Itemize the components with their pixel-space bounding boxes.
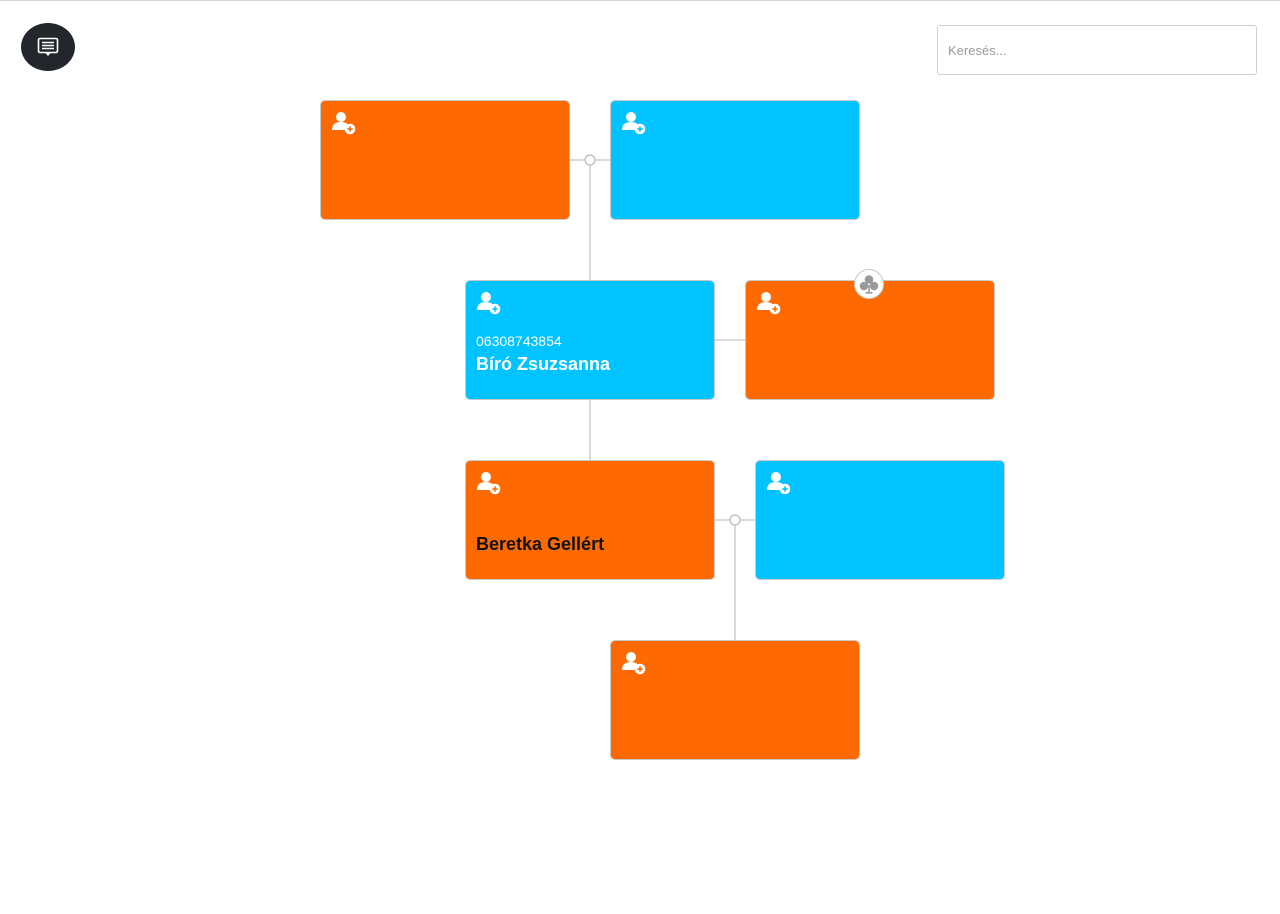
add-person-icon[interactable] [757,291,781,315]
union-node [729,514,741,526]
person-card-p1[interactable] [320,100,570,220]
add-person-icon[interactable] [622,111,646,135]
add-person-icon[interactable] [332,111,356,135]
list-document-icon [37,37,59,56]
add-person-icon[interactable] [477,471,501,495]
add-person-icon[interactable] [477,291,501,315]
add-person-icon[interactable] [622,651,646,675]
person-card-p3[interactable]: 06308743854 Bíró Zsuzsanna [465,280,715,400]
person-name: Beretka Gellért [476,534,605,554]
add-person-icon[interactable] [767,471,791,495]
search-input[interactable] [937,25,1257,75]
person-phone: 06308743854 [476,333,562,349]
person-card-p6[interactable] [755,460,1005,580]
person-card-p2[interactable] [610,100,860,220]
expand-tree-button[interactable] [854,269,884,299]
menu-button[interactable] [21,23,75,71]
person-card-p7[interactable] [610,640,860,760]
union-node [584,154,596,166]
person-name: Bíró Zsuzsanna [476,354,611,374]
person-card-p5[interactable]: Beretka Gellért [465,460,715,580]
family-tree-icon [859,275,879,294]
top-border [0,0,1280,1]
